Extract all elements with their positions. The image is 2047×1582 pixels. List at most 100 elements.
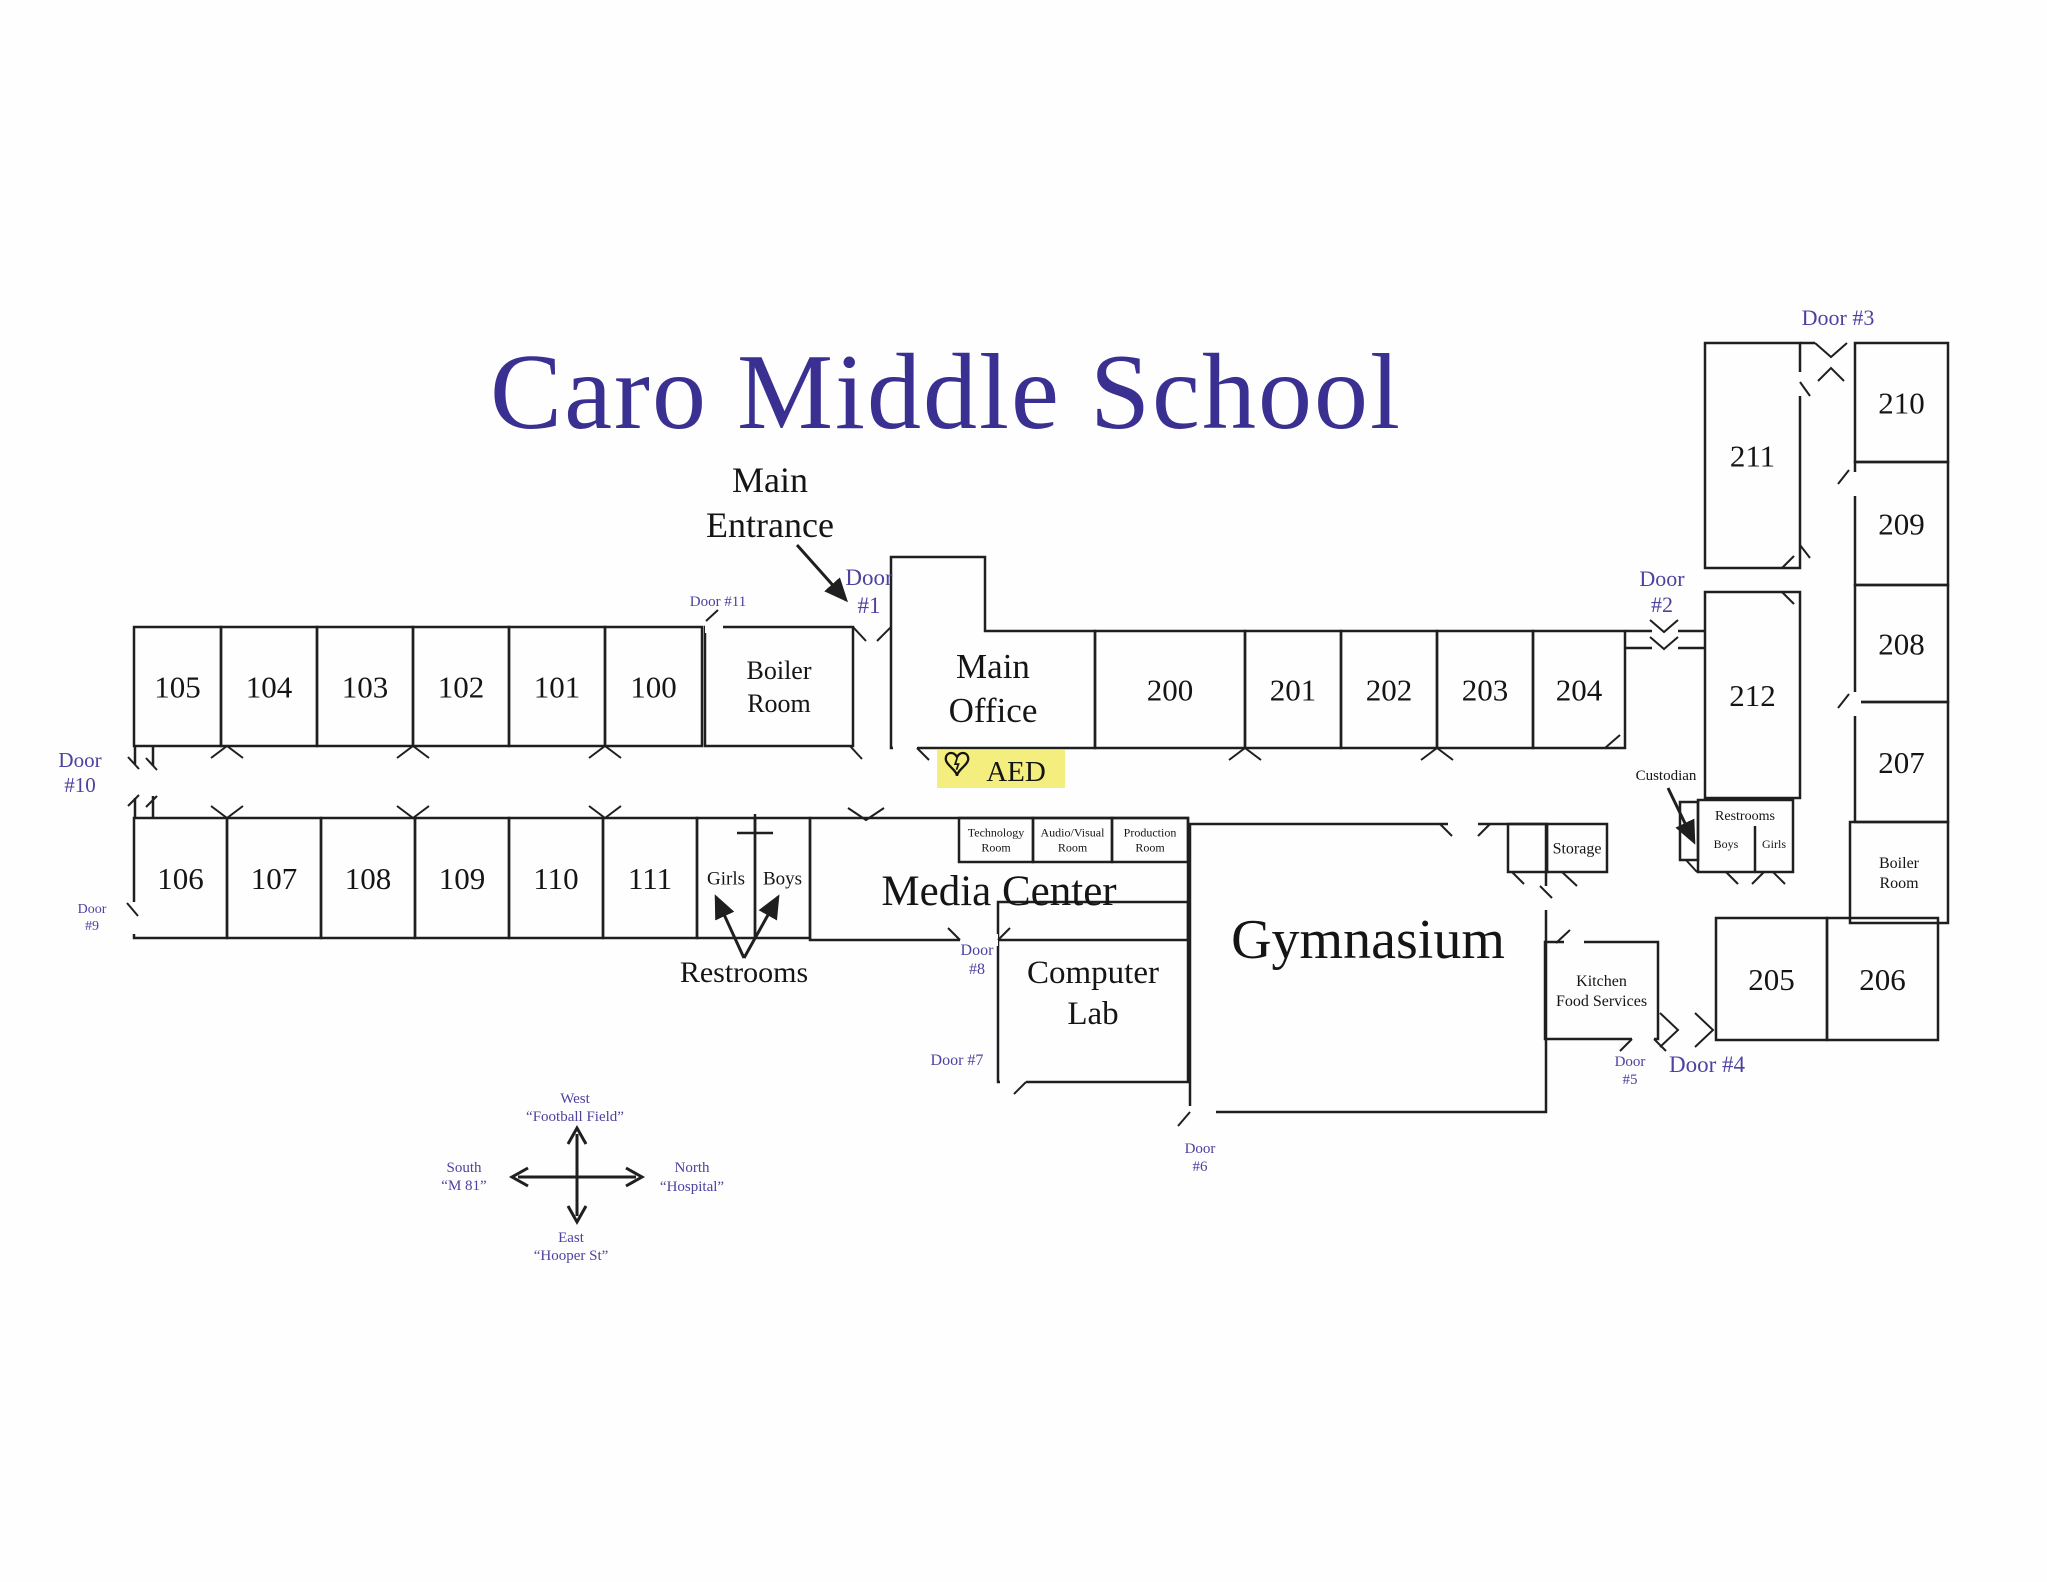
- custodian-door-swing: [1685, 859, 1698, 873]
- door-10-swing: [145, 757, 158, 771]
- compass-east: “Hooper St”: [534, 1248, 609, 1264]
- room-production-label: Room: [1135, 841, 1165, 855]
- door-3-swing: [1814, 342, 1848, 359]
- room-103-label: 103: [342, 669, 389, 704]
- room-computer-lab: [996, 900, 1190, 1084]
- restroom-east-swing: [1725, 871, 1739, 885]
- corridor-door-swing: [1799, 544, 1811, 559]
- door-10-swing: [127, 756, 140, 770]
- door-5-label: #5: [1623, 1072, 1638, 1088]
- corridor-door-swing: [1837, 693, 1850, 709]
- compass-east: East: [558, 1230, 585, 1246]
- door-8-swing: [997, 927, 1011, 941]
- room-main-office-label: Office: [949, 691, 1038, 730]
- room-212: [1703, 590, 1802, 800]
- room-109-label: 109: [439, 861, 486, 896]
- door-4-swing: [1659, 1012, 1680, 1048]
- compass-north: “Hospital”: [660, 1179, 724, 1195]
- corridor-door-swing: [396, 805, 430, 820]
- room-100-label: 100: [630, 669, 677, 704]
- compass-arrowhead: [508, 1166, 529, 1188]
- door-gap: [1794, 372, 1806, 396]
- room-211: [1703, 341, 1802, 570]
- room-204-label: 204: [1556, 672, 1603, 707]
- corridor-door-swing: [1837, 469, 1850, 485]
- corridor-door-swing: [396, 744, 430, 759]
- room-107-label: 107: [251, 861, 298, 896]
- door-9-swing: [126, 902, 139, 917]
- room-200-label: 200: [1147, 672, 1194, 707]
- corridor-door-swing: [1420, 746, 1454, 761]
- compass-south: “M 81”: [441, 1178, 486, 1194]
- door-gap: [1849, 472, 1861, 496]
- door-gap: [893, 742, 917, 754]
- door-5-swing: [1619, 1038, 1633, 1052]
- door-10-swing: [127, 794, 140, 807]
- custodian-arrow: [1666, 787, 1696, 845]
- room-208-label: 208: [1878, 626, 1925, 661]
- custodian-label: Custodian: [1636, 768, 1697, 784]
- gym-door-swing: [1477, 823, 1491, 837]
- restrooms-east-title: Restrooms: [1715, 809, 1775, 824]
- room-storage-label: Storage: [1553, 841, 1602, 858]
- room-202-label: 202: [1366, 672, 1413, 707]
- room-gymnasium-label: Gymnasium: [1231, 909, 1505, 971]
- room-boiler-room-main-label: Boiler: [747, 656, 812, 685]
- corridor-door-swing: [588, 805, 622, 820]
- room-boiler-room-east-label: Boiler: [1879, 855, 1920, 872]
- door-2-swing: [1649, 636, 1679, 651]
- door-gap: [960, 934, 998, 946]
- door-2-label: #2: [1651, 592, 1673, 617]
- room-102-label: 102: [438, 669, 485, 704]
- door-9-label: Door: [78, 902, 107, 917]
- door-5-label: Door: [1615, 1054, 1646, 1070]
- door-2-label: Door: [1639, 566, 1685, 591]
- restrooms-arrow-boys: [742, 894, 780, 959]
- door-gap: [1540, 886, 1552, 910]
- door-gap: [1448, 818, 1478, 830]
- door-4-label: Door #4: [1669, 1052, 1746, 1077]
- door-3-swing: [1817, 366, 1845, 382]
- room-technology-label: Technology: [968, 826, 1024, 840]
- compass-arrowhead: [566, 1205, 588, 1226]
- restrooms-arrow-girls: [714, 894, 746, 959]
- room-audio-visual-label: Room: [1058, 841, 1088, 855]
- boiler-door-swing: [849, 745, 863, 760]
- main-entrance-label: Main: [732, 460, 808, 500]
- door-2-swing: [1649, 619, 1679, 634]
- room-110-label: 110: [533, 861, 578, 896]
- corridor-door-swing: [210, 744, 244, 759]
- room-104-label: 104: [246, 669, 293, 704]
- compass-north: North: [675, 1160, 710, 1176]
- heart-outline: [944, 751, 970, 777]
- passage-swing: [1781, 591, 1795, 605]
- compass-west: “Football Field”: [526, 1109, 624, 1125]
- room-204: [1531, 629, 1627, 750]
- room-100: [603, 625, 704, 748]
- restroom-east-swing: [1751, 871, 1765, 885]
- room-boiler-room-main-label: Room: [747, 689, 811, 718]
- room-105-label: 105: [154, 669, 201, 704]
- storage-door-swing: [1511, 871, 1525, 885]
- room-101-label: 101: [534, 669, 581, 704]
- door-gap: [127, 902, 140, 934]
- room-storage: [1545, 822, 1609, 874]
- door-gap: [1188, 1106, 1216, 1118]
- door-10-label: Door: [58, 748, 101, 772]
- door-4-swing: [1694, 1012, 1715, 1048]
- room-production-label: Production: [1124, 826, 1177, 840]
- media-door-swing: [847, 807, 885, 822]
- door-8-label: #8: [969, 961, 985, 978]
- compass-arrowhead: [625, 1166, 646, 1188]
- compass-south: South: [446, 1160, 482, 1176]
- room-206-label: 206: [1859, 962, 1906, 997]
- room-technology-label: Room: [981, 841, 1011, 855]
- door-gap: [705, 621, 723, 633]
- room-boiler-room-east: [1848, 820, 1950, 925]
- room-211-label: 211: [1730, 438, 1775, 473]
- office-door-swing: [916, 747, 930, 761]
- aed-label: AED: [986, 756, 1046, 788]
- corridor-door-swing: [588, 744, 622, 759]
- door-6-label: Door: [1185, 1141, 1216, 1157]
